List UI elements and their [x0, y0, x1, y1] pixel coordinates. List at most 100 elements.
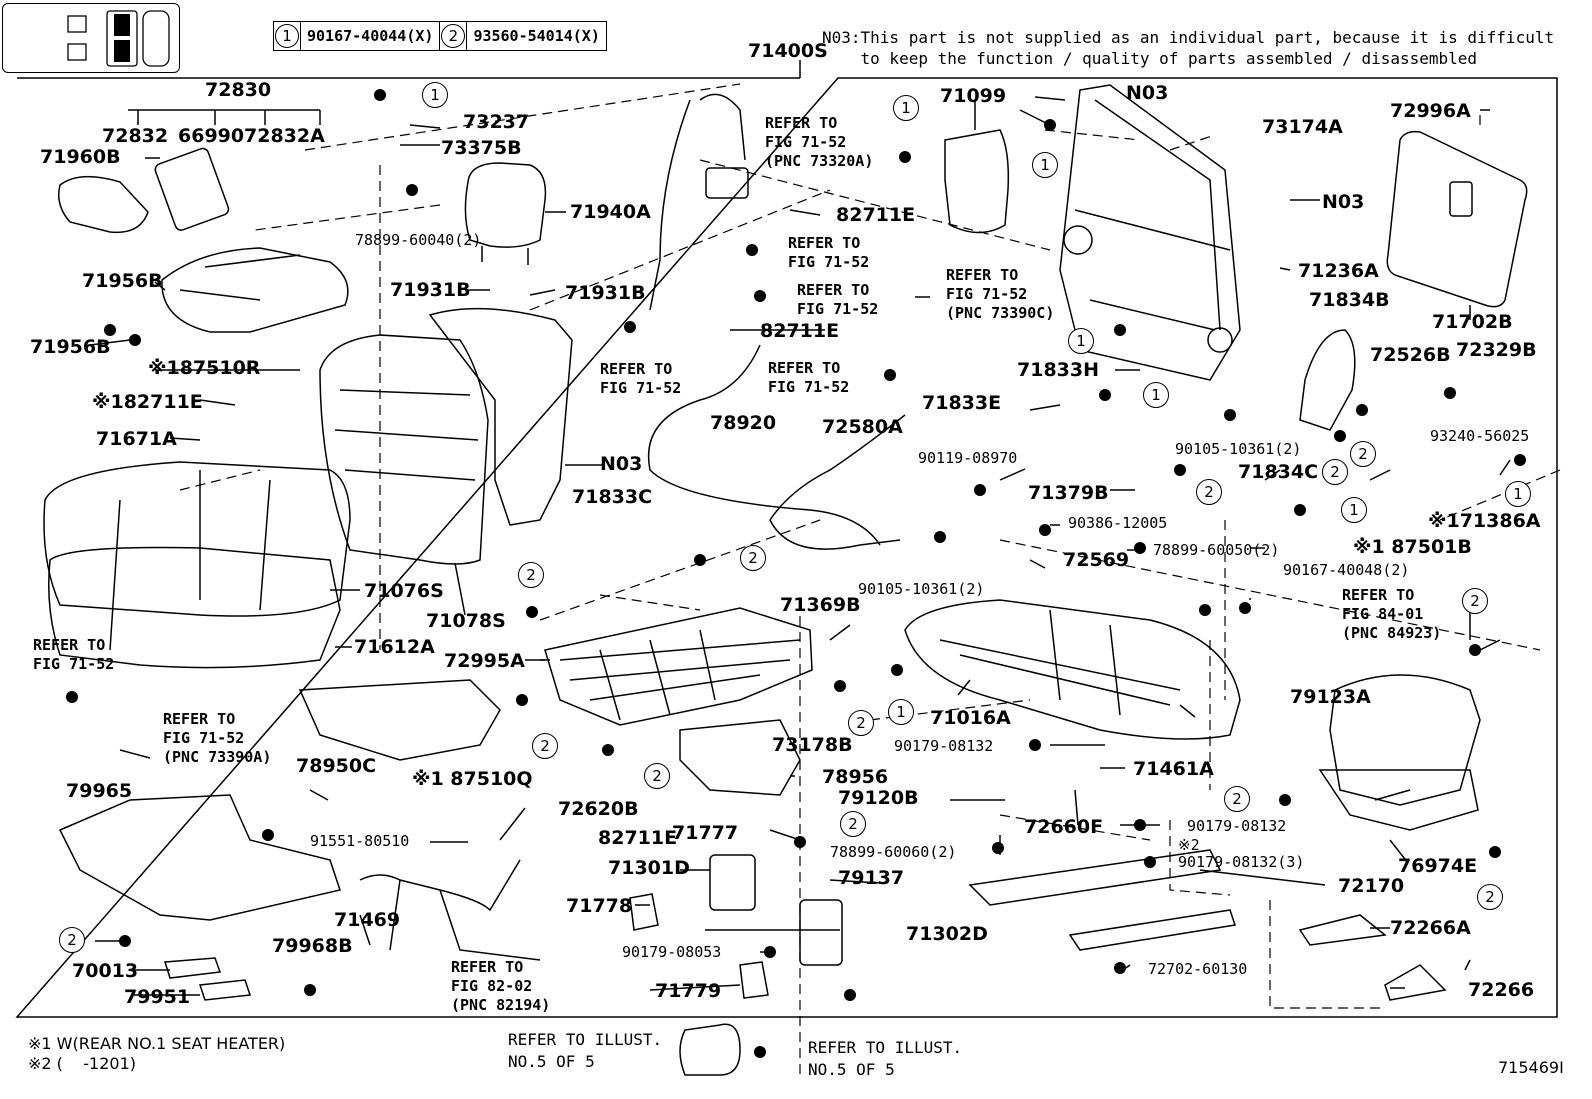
part-71834b[interactable]: 71834B: [1309, 289, 1390, 311]
part-73237[interactable]: 73237: [463, 111, 530, 133]
refer-fig-71-52-a[interactable]: REFER TO FIG 71-52: [788, 234, 870, 271]
legend-part-1[interactable]: 90167-40044(X): [299, 21, 441, 51]
part-72995a[interactable]: 72995A: [444, 650, 525, 672]
part-72620b[interactable]: 72620B: [558, 798, 639, 820]
part-n03-frame[interactable]: N03: [1126, 82, 1169, 104]
part-171386a[interactable]: ※171386A: [1428, 510, 1541, 532]
part-71834c[interactable]: 71834C: [1238, 461, 1319, 483]
part-70013[interactable]: 70013: [72, 960, 139, 982]
part-82711e-lower[interactable]: 82711E: [598, 827, 678, 849]
part-82711e-middle[interactable]: 82711E: [760, 320, 840, 342]
seat-layout-thumbnail[interactable]: [2, 3, 180, 73]
part-71779[interactable]: 71779: [655, 980, 722, 1002]
part-71833h[interactable]: 71833H: [1017, 359, 1100, 381]
part-n03-seatback[interactable]: N03: [600, 453, 643, 475]
part-90105-10361-upper[interactable]: 90105-10361(2): [1175, 440, 1302, 458]
part-72832a[interactable]: 72832A: [244, 125, 325, 147]
part-187501b[interactable]: ※1 87501B: [1353, 536, 1472, 558]
part-71931b-left[interactable]: 71931B: [390, 279, 471, 301]
part-78950c[interactable]: 78950C: [296, 755, 377, 777]
part-79137[interactable]: 79137: [838, 867, 905, 889]
part-71301d[interactable]: 71301D: [608, 857, 690, 879]
part-90386-12005[interactable]: 90386-12005: [1068, 514, 1168, 532]
refer-fig-84-01-pnc-84923[interactable]: REFER TO FIG 84-01 (PNC 84923): [1342, 586, 1442, 642]
part-91551-80510[interactable]: 91551-80510: [310, 832, 410, 850]
part-71469[interactable]: 71469: [334, 909, 401, 931]
part-71956b-upper[interactable]: 71956B: [82, 270, 163, 292]
part-71956b-lower[interactable]: 71956B: [30, 336, 111, 358]
legend-part-2[interactable]: 93560-54014(X): [466, 21, 607, 51]
part-72660f[interactable]: 72660F: [1024, 816, 1104, 838]
part-71777[interactable]: 71777: [672, 822, 739, 844]
part-79123a[interactable]: 79123A: [1290, 686, 1371, 708]
part-90179-08053[interactable]: 90179-08053: [622, 943, 722, 961]
refer-fig-71-52-c[interactable]: REFER TO FIG 71-52: [600, 360, 682, 397]
part-90179-08132-a[interactable]: 90179-08132: [894, 737, 994, 755]
assembly-code[interactable]: 71400S: [748, 40, 828, 62]
part-79965[interactable]: 79965: [66, 780, 133, 802]
part-72170[interactable]: 72170: [1338, 875, 1405, 897]
part-71099[interactable]: 71099: [940, 85, 1007, 107]
part-71076s[interactable]: 71076S: [364, 580, 444, 602]
part-73375b[interactable]: 73375B: [441, 137, 522, 159]
refer-fig-71-52-pnc-73320a[interactable]: REFER TO FIG 71-52 (PNC 73320A): [765, 114, 874, 170]
refer-illust-no5-left[interactable]: REFER TO ILLUST. NO.5 OF 5: [508, 1030, 663, 1071]
part-72702-60130[interactable]: 72702-60130: [1148, 960, 1248, 978]
refer-fig-71-52-b[interactable]: REFER TO FIG 71-52: [797, 281, 879, 318]
part-71931b-right[interactable]: 71931B: [565, 282, 646, 304]
refer-fig-71-52-d[interactable]: REFER TO FIG 71-52: [768, 359, 850, 396]
part-73174a[interactable]: 73174A: [1262, 116, 1343, 138]
refer-fig-71-52-e[interactable]: REFER TO FIG 71-52: [33, 636, 115, 673]
part-72832[interactable]: 72832: [102, 125, 169, 147]
part-187510q[interactable]: ※1 87510Q: [412, 768, 533, 790]
part-71960b[interactable]: 71960B: [40, 146, 121, 168]
part-90167-40048[interactable]: 90167-40048(2): [1283, 561, 1410, 579]
part-93240-56025[interactable]: 93240-56025: [1430, 427, 1530, 445]
part-71778[interactable]: 71778: [566, 895, 633, 917]
part-72580a[interactable]: 72580A: [822, 416, 903, 438]
refer-fig-71-52-pnc-73390a[interactable]: REFER TO FIG 71-52 (PNC 73390A): [163, 710, 272, 766]
part-90179-08132-3[interactable]: 90179-08132(3): [1178, 853, 1305, 871]
part-72266a[interactable]: 72266A: [1390, 917, 1471, 939]
part-78920[interactable]: 78920: [710, 412, 777, 434]
part-182711e[interactable]: ※182711E: [92, 391, 203, 413]
part-79120b[interactable]: 79120B: [838, 787, 919, 809]
part-78899-60060[interactable]: 78899-60060(2): [830, 843, 957, 861]
refer-fig-71-52-pnc-73390c[interactable]: REFER TO FIG 71-52 (PNC 73390C): [946, 266, 1055, 322]
part-71078s[interactable]: 71078S: [426, 610, 506, 632]
part-187510r[interactable]: ※187510R: [148, 357, 261, 379]
part-71671a[interactable]: 71671A: [96, 428, 177, 450]
part-78956[interactable]: 78956: [822, 766, 889, 788]
part-78899-60040[interactable]: 78899-60040(2): [355, 231, 482, 249]
part-90119-08970[interactable]: 90119-08970: [918, 449, 1018, 467]
part-72996a[interactable]: 72996A: [1390, 100, 1471, 122]
part-72329b[interactable]: 72329B: [1456, 339, 1537, 361]
part-71379b[interactable]: 71379B: [1028, 482, 1109, 504]
part-90179-08132-b[interactable]: 90179-08132: [1187, 817, 1287, 835]
part-n03-airbag[interactable]: N03: [1322, 191, 1365, 213]
part-66990[interactable]: 66990: [178, 125, 245, 147]
refer-fig-82-02-pnc-82194[interactable]: REFER TO FIG 82-02 (PNC 82194): [451, 958, 551, 1014]
part-72526b[interactable]: 72526B: [1370, 344, 1451, 366]
part-71702b[interactable]: 71702B: [1432, 311, 1513, 333]
part-76974e[interactable]: 76974E: [1398, 855, 1478, 877]
part-71833e[interactable]: 71833E: [922, 392, 1002, 414]
part-71940a[interactable]: 71940A: [570, 201, 651, 223]
part-71302d[interactable]: 71302D: [906, 923, 988, 945]
part-73178b[interactable]: 73178B: [772, 734, 853, 756]
part-72830[interactable]: 72830: [205, 79, 272, 101]
refer-illust-no5-right[interactable]: REFER TO ILLUST. NO.5 OF 5: [808, 1038, 963, 1079]
part-72569[interactable]: 72569: [1063, 549, 1130, 571]
part-71016a[interactable]: 71016A: [930, 707, 1011, 729]
part-71236a[interactable]: 71236A: [1298, 260, 1379, 282]
part-71612a[interactable]: 71612A: [354, 636, 435, 658]
part-79968b[interactable]: 79968B: [272, 935, 353, 957]
part-78899-60050[interactable]: 78899-60050(2): [1153, 541, 1280, 559]
part-82711e-upper[interactable]: 82711E: [836, 204, 916, 226]
part-72266[interactable]: 72266: [1468, 979, 1535, 1001]
part-90105-10361-lower[interactable]: 90105-10361(2): [858, 580, 985, 598]
part-71369b[interactable]: 71369B: [780, 594, 861, 616]
part-79951[interactable]: 79951: [124, 986, 191, 1008]
part-71833c[interactable]: 71833C: [572, 486, 653, 508]
part-71461a[interactable]: 71461A: [1133, 758, 1214, 780]
